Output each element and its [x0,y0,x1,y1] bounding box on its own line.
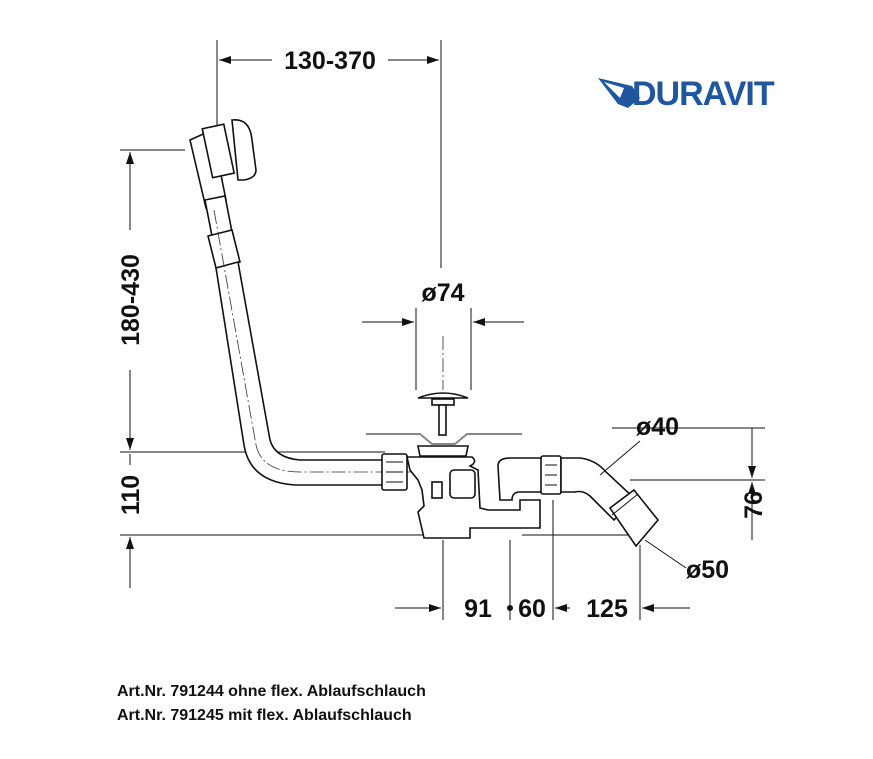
duravit-logo: DURAVIT [598,75,776,113]
dim-91: 91 [464,595,492,623]
dimension-plug-diameter: ø74 [362,279,524,390]
dim-110: 110 [117,475,145,515]
dim-125: 125 [586,595,628,623]
dim-o74: ø74 [421,279,464,307]
logo-text: DURAVIT [632,75,775,113]
caption-article-791245: Art.Nr. 791245 mit flex. Ablaufschlauch [117,707,412,724]
dim-76: 76 [740,491,768,519]
dimension-overflow-height: 180-430 110 [117,149,640,588]
dim-180-430: 180-430 [117,254,145,346]
dim-60: 60 [518,595,546,623]
overflow-assembly [189,119,440,491]
caption-article-791244: Art.Nr. 791244 ohne flex. Ablaufschlauch [117,683,426,700]
dim-o40: ø40 [636,413,679,441]
drain-assembly [366,392,660,548]
dimension-outlet: ø40 76 ø50 [599,413,768,584]
dim-130-370: 130-370 [284,47,376,75]
dimension-bottom: 91 60 125 [395,500,690,623]
dim-o50: ø50 [686,556,729,584]
dimension-overflow-width: 130-370 [216,40,442,268]
